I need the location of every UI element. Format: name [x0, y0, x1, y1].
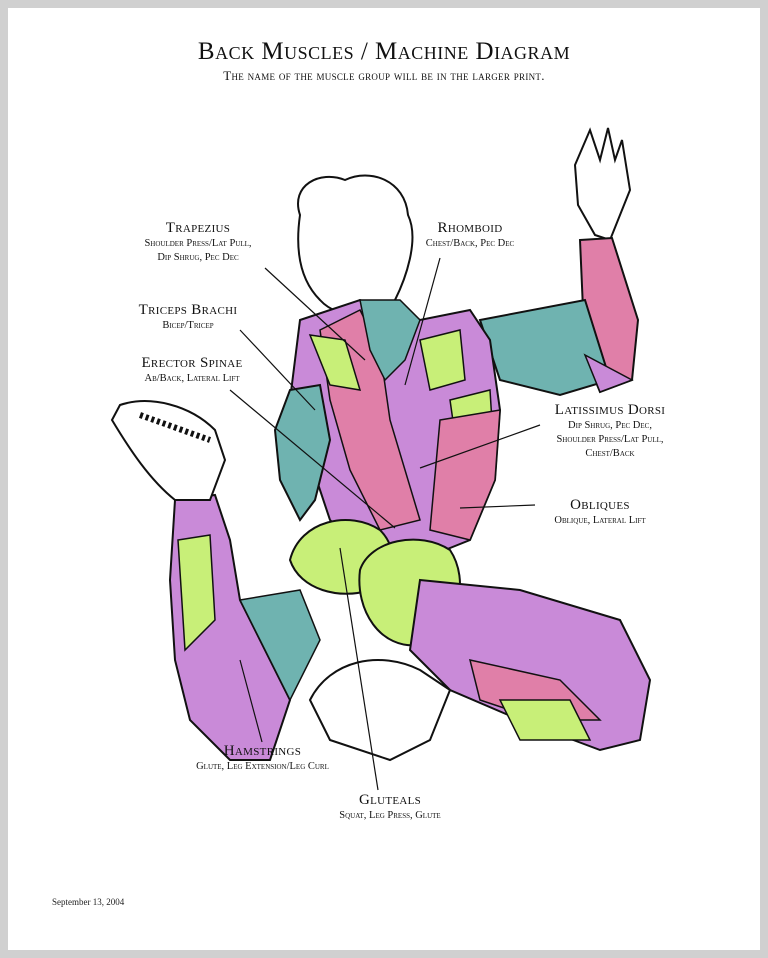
muscle-name: Gluteals: [358, 792, 422, 808]
label-erector-spinae: Erector Spinae Ab/Back, Lateral Lift: [112, 355, 272, 386]
head-hair: [297, 174, 414, 316]
machine-uses: Shoulder Press/Lat Pull, Dip Shrug, Pec …: [144, 238, 252, 263]
machine-uses: Chest/Back, Pec Dec: [425, 238, 515, 249]
label-triceps: Triceps Brachi Bicep/Tricep: [108, 302, 268, 333]
footer-date: September 13, 2004: [52, 897, 125, 907]
machine-uses: Dip Shrug, Pec Dec, Shoulder Press/Lat P…: [556, 420, 664, 459]
left-arm: [273, 383, 332, 522]
right-leg: [308, 578, 652, 762]
muscle-name: Obliques: [570, 497, 630, 513]
page-title: Back Muscles / Machine Diagram: [197, 38, 571, 65]
label-hamstrings: Hamstrings Glute, Leg Extension/Leg Curl: [160, 743, 365, 774]
label-trapezius: Trapezius Shoulder Press/Lat Pull, Dip S…: [118, 220, 278, 265]
label-gluteals: Gluteals Squat, Leg Press, Glute: [300, 792, 480, 823]
machine-uses: Ab/Back, Lateral Lift: [144, 373, 240, 384]
machine-uses: Squat, Leg Press, Glute: [339, 810, 441, 821]
machine-uses: Glute, Leg Extension/Leg Curl: [196, 761, 329, 772]
muscle-name: Latissimus Dorsi: [554, 402, 666, 418]
machine-uses: Bicep/Tricep: [162, 320, 214, 331]
label-rhomboid: Rhomboid Chest/Back, Pec Dec: [400, 220, 540, 251]
label-latissimus-dorsi: Latissimus Dorsi Dip Shrug, Pec Dec, Sho…: [520, 402, 700, 461]
muscle-name: Trapezius: [165, 220, 231, 236]
page-subtitle: The name of the muscle group will be in …: [223, 68, 545, 83]
muscle-name: Triceps Brachi: [138, 302, 238, 318]
muscle-name: Erector Spinae: [141, 355, 243, 371]
muscle-name: Hamstrings: [223, 743, 302, 759]
muscle-name: Rhomboid: [437, 220, 503, 236]
raised-arm: [478, 127, 640, 397]
machine-uses: Oblique, Lateral Lift: [554, 515, 646, 526]
label-obliques: Obliques Oblique, Lateral Lift: [515, 497, 685, 528]
